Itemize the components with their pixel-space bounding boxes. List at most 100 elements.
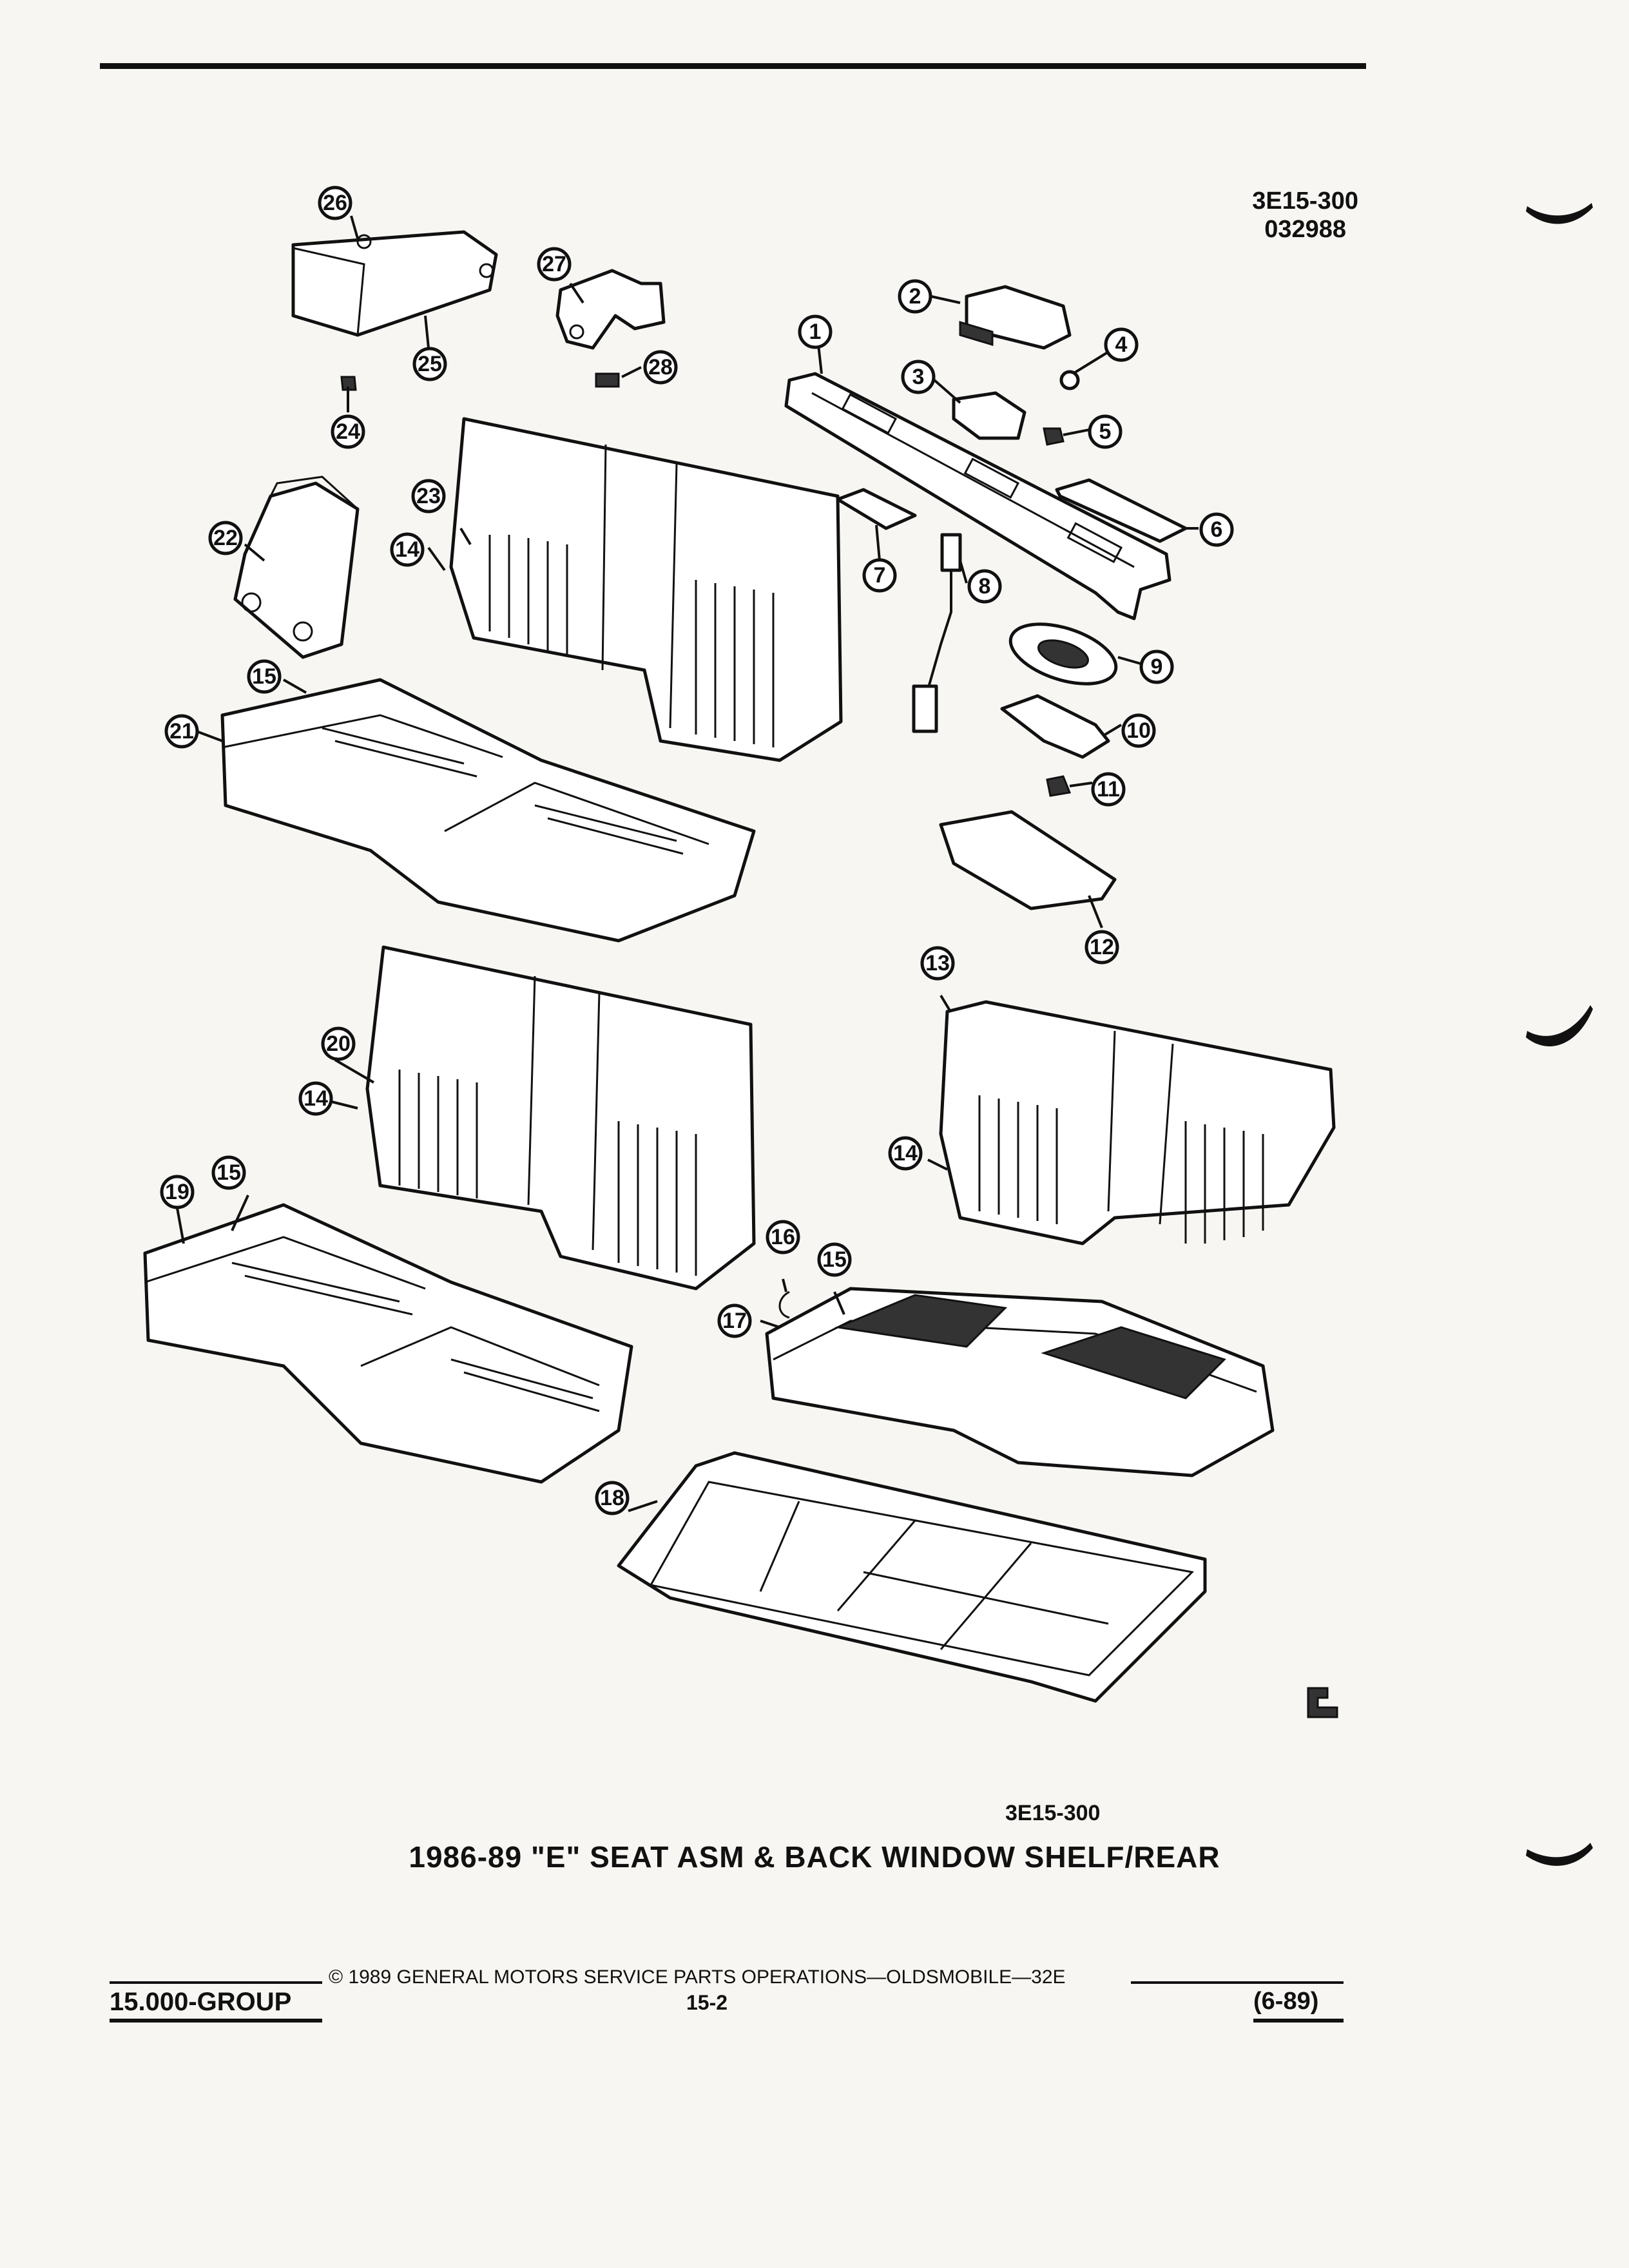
svg-text:28: 28 (648, 355, 673, 380)
callout-16: 16 (766, 1220, 800, 1254)
callout-18: 18 (595, 1481, 630, 1515)
part-tray (939, 810, 1117, 910)
callout-21: 21 (164, 714, 199, 749)
reference-number: 032988 (1264, 216, 1346, 243)
figure-code: 3E15-300 (1005, 1801, 1101, 1825)
svg-text:15: 15 (822, 1247, 847, 1272)
part-speaker (1008, 622, 1118, 686)
svg-text:5: 5 (1099, 419, 1112, 444)
svg-text:25: 25 (418, 352, 442, 376)
callout-24: 24 (331, 414, 365, 449)
svg-text:17: 17 (722, 1309, 747, 1333)
svg-text:24: 24 (336, 419, 360, 444)
copyright-line: © 1989 GENERAL MOTORS SERVICE PARTS OPER… (329, 1966, 1066, 1988)
part-screw (595, 372, 620, 388)
callout-9: 9 (1139, 649, 1174, 684)
callout-7: 7 (862, 558, 897, 593)
svg-text:10: 10 (1126, 718, 1151, 743)
part-latch (952, 391, 1027, 440)
part-bracket-7 (836, 488, 917, 530)
part-bracket-upper (555, 269, 666, 350)
part-bracket-10 (1000, 694, 1110, 759)
svg-text:13: 13 (925, 951, 950, 975)
svg-text:16: 16 (771, 1225, 795, 1249)
svg-text:21: 21 (169, 719, 194, 744)
part-nut (1043, 427, 1065, 446)
callout-19: 19 (160, 1175, 195, 1209)
part-seat-back-lower (365, 945, 756, 1291)
svg-text:27: 27 (542, 252, 566, 276)
callout-15-left-lower: 15 (211, 1155, 246, 1190)
callout-15-right: 15 (817, 1242, 852, 1277)
svg-text:6: 6 (1211, 517, 1223, 542)
reference-code-block: 3E15-300 032988 (1252, 187, 1358, 244)
svg-text:14: 14 (893, 1141, 918, 1166)
callout-23: 23 (411, 479, 446, 514)
footer-rule-left (110, 1981, 322, 1984)
callout-12: 12 (1084, 930, 1119, 965)
callout-17: 17 (717, 1303, 752, 1338)
footer-rule-date (1253, 2019, 1344, 2023)
callout-14-right: 14 (888, 1136, 923, 1171)
svg-text:8: 8 (979, 574, 991, 599)
group-label: 15.000-GROUP (110, 1988, 292, 2016)
svg-text:9: 9 (1151, 655, 1163, 679)
callout-13: 13 (920, 946, 955, 981)
footer-rule-group (110, 2019, 322, 2023)
svg-text:11: 11 (1097, 777, 1120, 802)
svg-text:7: 7 (874, 563, 886, 588)
callout-4: 4 (1104, 327, 1139, 362)
callout-28: 28 (643, 350, 678, 385)
exploded-parts-diagram: 1 2 3 4 5 6 7 8 9 10 11 12 13 14 15 16 1… (143, 186, 1338, 1718)
svg-text:15: 15 (217, 1160, 241, 1185)
part-clip-16 (778, 1291, 790, 1319)
callout-25: 25 (412, 347, 447, 381)
part-seat-frame (617, 1451, 1207, 1703)
callout-11: 11 (1091, 772, 1126, 807)
part-cover (959, 285, 1072, 350)
part-fastener-11 (1046, 775, 1072, 797)
callout-26: 26 (318, 186, 352, 220)
part-plate (1055, 478, 1188, 543)
svg-text:23: 23 (416, 484, 441, 508)
callout-6: 6 (1199, 512, 1234, 547)
svg-text:26: 26 (323, 191, 347, 215)
part-fastener-4 (1059, 370, 1080, 390)
svg-text:19: 19 (165, 1180, 189, 1204)
svg-text:4: 4 (1115, 332, 1128, 357)
svg-text:2: 2 (909, 284, 921, 309)
svg-text:14: 14 (395, 537, 419, 562)
part-clip (340, 376, 357, 391)
part-side-panel (233, 476, 360, 659)
part-seat-cushion-lower (143, 1203, 633, 1484)
edge-marks (1526, 203, 1593, 1866)
figure-title: 1986-89 "E" SEAT ASM & BACK WINDOW SHELF… (409, 1840, 1220, 1874)
revision-date: (6-89) (1253, 1988, 1319, 2015)
reference-code: 3E15-300 (1252, 187, 1358, 215)
svg-text:15: 15 (252, 664, 276, 689)
leader-lines (176, 215, 1199, 1512)
callout-5: 5 (1088, 414, 1123, 449)
callout-14-lower: 14 (298, 1081, 333, 1116)
callout-1: 1 (798, 314, 833, 349)
footer-rule-right (1131, 1981, 1344, 1984)
part-rear-window-shelf (784, 372, 1171, 620)
svg-text:14: 14 (304, 1086, 328, 1111)
part-seat-back-upper (449, 417, 843, 762)
callout-22: 22 (208, 521, 243, 555)
callout-27: 27 (537, 247, 572, 282)
svg-text:22: 22 (213, 526, 238, 550)
part-seat-cushion-right (765, 1287, 1275, 1477)
callout-2: 2 (898, 279, 932, 314)
callout-8: 8 (967, 569, 1002, 604)
svg-text:3: 3 (912, 365, 925, 389)
callout-15-upper: 15 (247, 659, 282, 694)
part-wire-harness (912, 533, 962, 733)
svg-text:12: 12 (1090, 935, 1114, 959)
page-number: 15-2 (686, 1991, 728, 2014)
svg-text:20: 20 (326, 1032, 351, 1056)
callout-10: 10 (1121, 713, 1156, 748)
callout-20: 20 (321, 1026, 356, 1061)
part-seat-back-right (939, 1000, 1336, 1245)
callout-14-upper: 14 (390, 532, 425, 567)
